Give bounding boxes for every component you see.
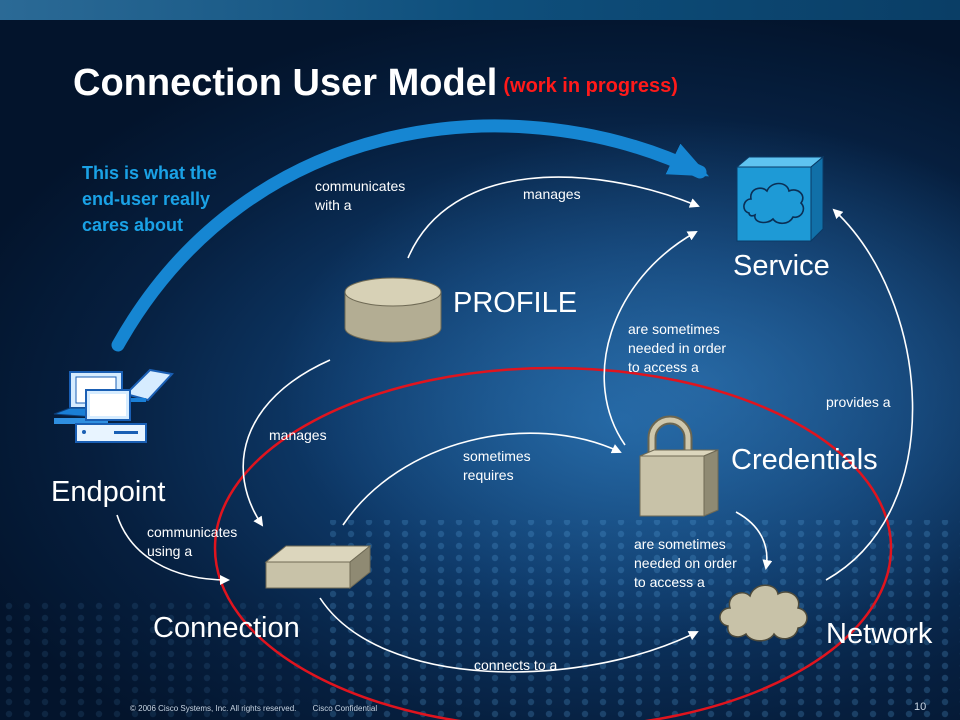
arrow-network-provides-service xyxy=(825,208,914,581)
red-highlight-ellipse xyxy=(213,366,893,720)
top-bar xyxy=(0,0,960,20)
edge-label-line: to access a xyxy=(628,359,699,375)
end-user-callout: This is what the end-user really cares a… xyxy=(82,163,218,235)
arrow-profile-manages-connection xyxy=(242,359,331,527)
edge-label-line: communicates xyxy=(147,524,238,540)
profile-database-icon xyxy=(344,277,442,343)
background-dot-grid-left xyxy=(0,600,330,720)
edge-label-line: with a xyxy=(315,197,352,213)
slide-title-text: Connection User Model xyxy=(73,62,498,104)
edge-label-line: sometimes xyxy=(463,448,531,464)
edge-label-sometimes-requires: sometimes requires xyxy=(463,447,531,485)
big-highlight-arrow xyxy=(111,119,710,352)
node-label-profile: PROFILE xyxy=(453,287,578,319)
node-label-network: Network xyxy=(826,618,933,650)
connection-device-icon xyxy=(264,544,372,590)
edge-label-line: requires xyxy=(463,467,514,483)
arrow-connection-requires-credentials xyxy=(342,432,622,526)
edge-label-line: are sometimes xyxy=(634,536,726,552)
endpoint-computers-icon xyxy=(53,368,174,443)
node-label-service: Service xyxy=(733,250,830,282)
edge-label-communicates-using: communicates using a xyxy=(147,523,237,561)
arrow-connection-connects-network xyxy=(319,597,699,673)
edge-label-line: are sometimes xyxy=(628,321,720,337)
node-label-connection: Connection xyxy=(153,612,300,644)
page-number: 10 xyxy=(914,701,927,713)
arrow-credentials-to-service xyxy=(603,231,698,446)
edge-label-needed-in-order: are sometimes needed in order to access … xyxy=(628,320,726,377)
work-in-progress-note: (work in progress) xyxy=(503,75,678,97)
edge-label-manages-service: manages xyxy=(523,186,581,202)
credentials-padlock-icon xyxy=(639,415,719,517)
slide-title: Connection User Model(work in progress) xyxy=(73,62,678,105)
background-glow xyxy=(280,120,960,640)
edge-label-communicates-with: communicates with a xyxy=(315,177,405,215)
node-label-credentials: Credentials xyxy=(731,444,878,476)
edge-label-needed-on-order: are sometimes needed on order to access … xyxy=(634,535,737,592)
arrow-endpoint-uses-connection xyxy=(116,514,230,585)
node-label-endpoint: Endpoint xyxy=(51,476,166,508)
footer-confidential: Cisco Confidential xyxy=(312,704,378,713)
edge-label-line: needed in order xyxy=(628,340,727,356)
edge-label-line: using a xyxy=(147,543,193,559)
edge-label-line: communicates xyxy=(315,178,406,194)
edge-label-line: needed on order xyxy=(634,555,737,571)
edge-label-manages-connection: manages xyxy=(269,427,327,443)
arrow-profile-manages-service xyxy=(407,176,700,259)
edge-label-line: to access a xyxy=(634,574,705,590)
service-cloud-cube-icon xyxy=(735,155,825,243)
network-cloud-icon xyxy=(719,584,808,642)
footer: © 2006 Cisco Systems, Inc. All rights re… xyxy=(130,704,391,713)
footer-copyright: © 2006 Cisco Systems, Inc. All rights re… xyxy=(130,704,297,713)
background-dot-grid xyxy=(330,520,960,720)
edge-label-connects-to: connects to a xyxy=(474,657,558,673)
arrow-credentials-to-network xyxy=(735,511,773,570)
edge-label-provides: provides a xyxy=(826,394,891,410)
